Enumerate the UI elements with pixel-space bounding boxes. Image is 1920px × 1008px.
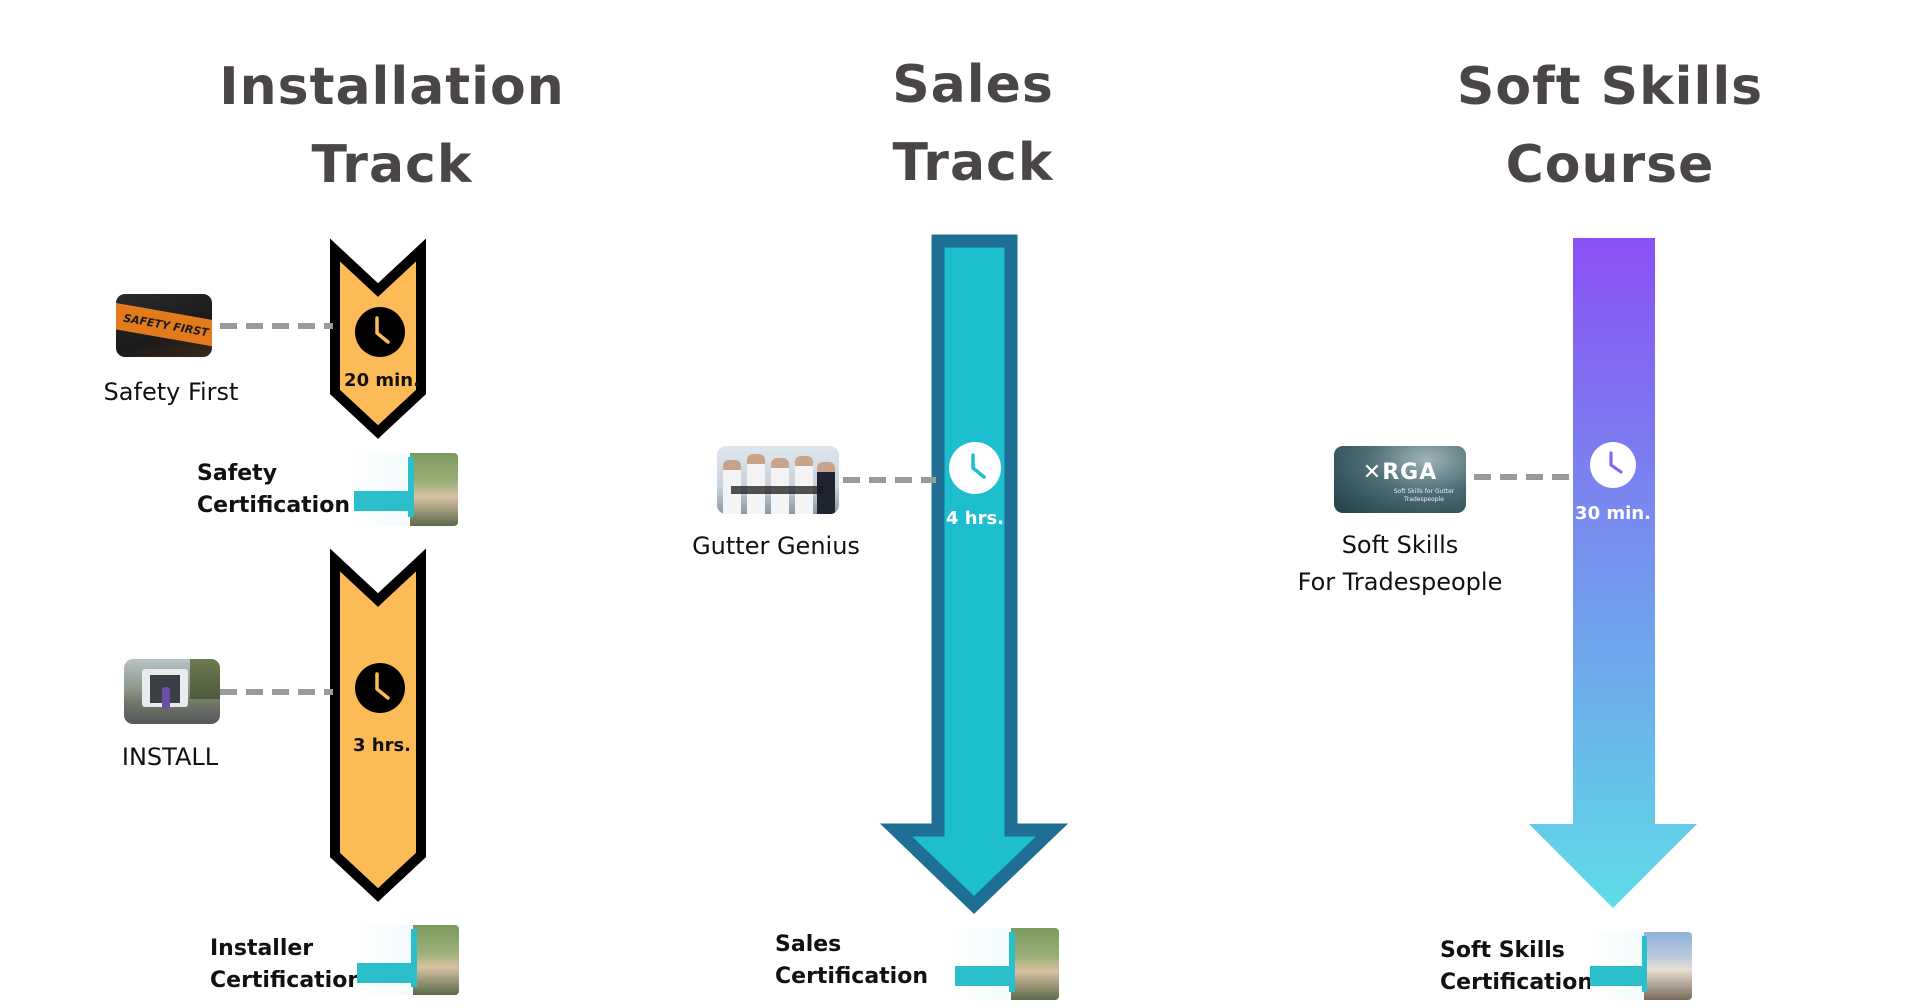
- gutter-genius-label: Gutter Genius: [686, 528, 866, 565]
- sales-arrow: [879, 234, 1069, 915]
- cert-thumb-frame: [1009, 932, 1015, 992]
- cert-thumb-frame: [1642, 936, 1647, 992]
- install-clock-icon: [355, 663, 405, 713]
- rga-logo-row: ✕RGA: [1334, 460, 1466, 485]
- install-trees: [190, 659, 220, 699]
- safety-first-clock-icon: [355, 307, 405, 357]
- cert-thumb-photo: [1644, 932, 1692, 1000]
- safety-certification-label: Safety Certification: [197, 458, 350, 522]
- soft-skills-certification-line2: Certification: [1440, 970, 1594, 995]
- install-label: INSTALL: [100, 739, 240, 776]
- safety-first-thumbnail[interactable]: SAFETY FIRST: [116, 294, 212, 357]
- gutter-genius-clipboards: [731, 486, 823, 494]
- installer-certification-label: Installer Certification: [210, 933, 363, 997]
- gutter-genius-person-5: [817, 462, 835, 514]
- soft-skills-module-label-line2: For Tradespeople: [1297, 568, 1503, 596]
- soft-skills-duration: 30 min.: [1575, 503, 1651, 524]
- sales-certification-line1: Sales: [775, 932, 842, 957]
- sales-track-title: Sales Track: [713, 46, 1233, 202]
- soft-skills-arrow: [1529, 238, 1697, 908]
- safety-certification-line2: Certification: [197, 493, 351, 518]
- soft-skills-clock-icon: [1590, 442, 1636, 488]
- cert-thumb-photo: [410, 453, 458, 526]
- cert-thumb-frame: [408, 457, 414, 517]
- installer-certificate-thumbnail[interactable]: [357, 925, 459, 995]
- cert-thumb-band: [357, 963, 417, 983]
- sales-certification-line2: Certification: [775, 964, 929, 989]
- sales-title-line1: Sales: [892, 55, 1054, 115]
- cert-thumb-photo: [1011, 928, 1059, 1000]
- sales-certificate-thumbnail[interactable]: [955, 928, 1059, 1000]
- soft-skills-certification-label: Soft Skills Certification: [1440, 935, 1593, 999]
- safety-first-tape-text: SAFETY FIRST: [122, 311, 210, 339]
- soft-skills-module-label-line1: Soft Skills: [1341, 531, 1459, 559]
- rga-caption: Soft Skills for Gutter Tradespeople: [1393, 488, 1455, 503]
- cert-thumb-photo: [413, 925, 459, 995]
- safety-first-tape: SAFETY FIRST: [116, 301, 212, 349]
- safety-certification-line1: Safety: [197, 461, 278, 486]
- soft-skills-certification-line1: Soft Skills: [1440, 938, 1565, 963]
- soft-skills-course-title: Soft Skills Course: [1350, 48, 1870, 204]
- sales-title-line2: Track: [892, 133, 1054, 193]
- safety-certificate-thumbnail[interactable]: [354, 453, 458, 526]
- soft-skills-title-line1: Soft Skills: [1456, 57, 1764, 117]
- soft-skills-certificate-thumbnail[interactable]: [1590, 932, 1692, 1000]
- soft-skills-module-label: Soft Skills For Tradespeople: [1280, 527, 1520, 601]
- install-duration: 3 hrs.: [352, 735, 412, 756]
- installer-certification-line2: Certification: [210, 968, 364, 993]
- safety-first-label: Safety First: [96, 374, 246, 411]
- sales-certification-label: Sales Certification: [775, 929, 928, 993]
- installation-track-title: Installation Track: [132, 48, 652, 204]
- sales-clock-icon: [949, 442, 1001, 494]
- cert-thumb-band: [1590, 966, 1646, 986]
- install-label-text: INSTALL: [121, 743, 219, 771]
- install-worker-shape: [162, 687, 170, 709]
- gutter-genius-person-2: [747, 454, 765, 514]
- rga-logo-text: RGA: [1382, 460, 1438, 485]
- install-chevron: [330, 548, 426, 902]
- gutter-genius-thumbnail[interactable]: [717, 446, 839, 514]
- cert-thumb-band: [955, 966, 1015, 986]
- soft-skills-thumbnail[interactable]: ✕RGA Soft Skills for Gutter Tradespeople: [1334, 446, 1466, 513]
- gutter-genius-label-text: Gutter Genius: [692, 532, 860, 560]
- install-thumbnail[interactable]: [124, 659, 220, 724]
- safety-first-duration: 20 min.: [344, 370, 420, 391]
- safety-first-label-text: Safety First: [103, 378, 239, 406]
- installer-certification-line1: Installer: [210, 936, 314, 961]
- rga-logo-icon: ✕: [1362, 460, 1383, 485]
- cert-thumb-band: [354, 491, 414, 511]
- installation-title-line1: Installation: [219, 57, 565, 117]
- cert-thumb-frame: [411, 929, 417, 987]
- soft-skills-title-line2: Course: [1505, 135, 1715, 195]
- installation-title-line2: Track: [311, 135, 473, 195]
- gutter-genius-person-4: [795, 456, 813, 514]
- gutter-genius-duration: 4 hrs.: [945, 508, 1005, 529]
